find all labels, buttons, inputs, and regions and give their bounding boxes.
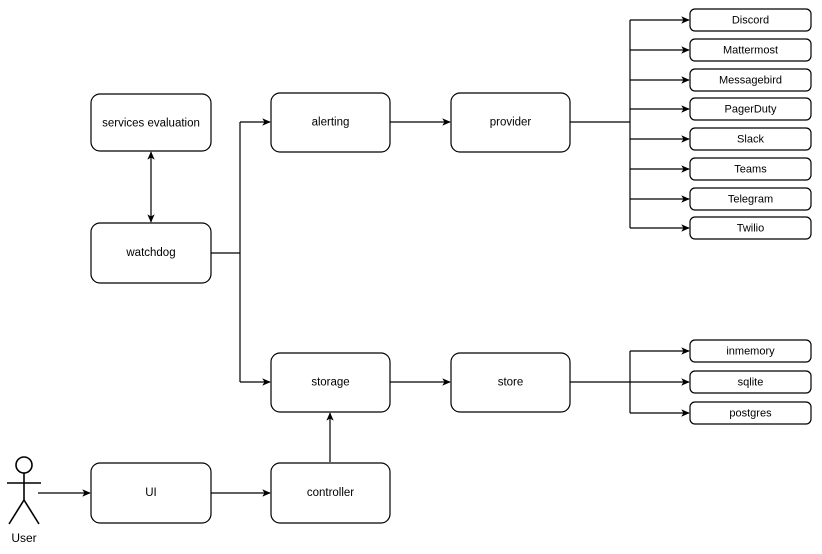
- node-ui[interactable]: UI: [90, 462, 212, 524]
- node-messagebird[interactable]: Messagebird: [689, 68, 812, 92]
- node-label: postgres: [729, 407, 772, 419]
- node-label: UI: [145, 487, 157, 499]
- actor-label: User: [11, 531, 36, 545]
- node-layer: services evaluation watchdog alerting pr…: [90, 92, 571, 524]
- node-label: sqlite: [738, 376, 764, 388]
- node-shape: [450, 92, 571, 153]
- actor-head-icon: [15, 456, 33, 474]
- node-shape: [450, 352, 571, 413]
- node-label: controller: [307, 487, 354, 499]
- node-shape: [689, 187, 812, 211]
- node-store[interactable]: store: [450, 352, 571, 413]
- node-shape: [270, 462, 391, 524]
- node-shape: [689, 38, 812, 62]
- node-shape: [90, 222, 212, 284]
- node-twilio[interactable]: Twilio: [689, 216, 812, 240]
- node-shape: [689, 339, 812, 363]
- node-shape: [689, 127, 812, 151]
- node-shape: [689, 97, 812, 121]
- node-teams[interactable]: Teams: [689, 157, 812, 181]
- node-storage[interactable]: storage: [270, 352, 391, 413]
- node-controller[interactable]: controller: [270, 462, 391, 524]
- node-services-evaluation[interactable]: services evaluation: [90, 93, 212, 152]
- node-mattermost[interactable]: Mattermost: [689, 38, 812, 62]
- node-label: Slack: [737, 133, 764, 145]
- node-shape: [689, 401, 812, 425]
- node-shape: [689, 157, 812, 181]
- node-watchdog[interactable]: watchdog: [90, 222, 212, 284]
- node-label: services evaluation: [102, 118, 200, 130]
- actor-leg-right: [23, 499, 40, 525]
- node-alerting[interactable]: alerting: [270, 92, 391, 153]
- actor-leg-left: [8, 499, 25, 525]
- node-shape: [689, 370, 812, 394]
- node-label: inmemory: [726, 345, 775, 357]
- node-shape: [90, 93, 212, 152]
- node-label: alerting: [312, 117, 350, 129]
- node-shape: [689, 68, 812, 92]
- node-shape: [689, 8, 812, 32]
- node-shape: [270, 92, 391, 153]
- node-shape: [270, 352, 391, 413]
- edge-provider-fanout: [570, 16, 690, 232]
- store-targets-group: inmemory sqlite postgres: [689, 339, 812, 425]
- node-postgres[interactable]: postgres: [689, 401, 812, 425]
- provider-targets-group: Discord Mattermost Messagebird PagerDuty…: [689, 8, 812, 240]
- node-label: provider: [490, 117, 532, 129]
- node-label: Telegram: [728, 193, 773, 205]
- node-telegram[interactable]: Telegram: [689, 187, 812, 211]
- node-discord[interactable]: Discord: [689, 8, 812, 32]
- node-slack[interactable]: Slack: [689, 127, 812, 151]
- edge-watchdog-branch: [211, 118, 271, 386]
- node-shape: [689, 216, 812, 240]
- edge-layer: [38, 16, 690, 497]
- node-label: Teams: [734, 163, 767, 175]
- node-pagerduty[interactable]: PagerDuty: [689, 97, 812, 121]
- node-shape: [90, 462, 212, 524]
- node-label: PagerDuty: [725, 103, 777, 115]
- node-label: Twilio: [737, 222, 765, 234]
- actor-user[interactable]: User: [7, 456, 41, 545]
- edge-store-fanout: [570, 347, 690, 417]
- node-label: Discord: [732, 14, 769, 26]
- node-label: storage: [311, 377, 349, 389]
- node-label: Messagebird: [719, 74, 782, 86]
- node-label: Mattermost: [723, 44, 778, 56]
- node-inmemory[interactable]: inmemory: [689, 339, 812, 363]
- node-label: watchdog: [125, 247, 175, 259]
- node-provider[interactable]: provider: [450, 92, 571, 153]
- node-label: store: [498, 377, 524, 389]
- node-sqlite[interactable]: sqlite: [689, 370, 812, 394]
